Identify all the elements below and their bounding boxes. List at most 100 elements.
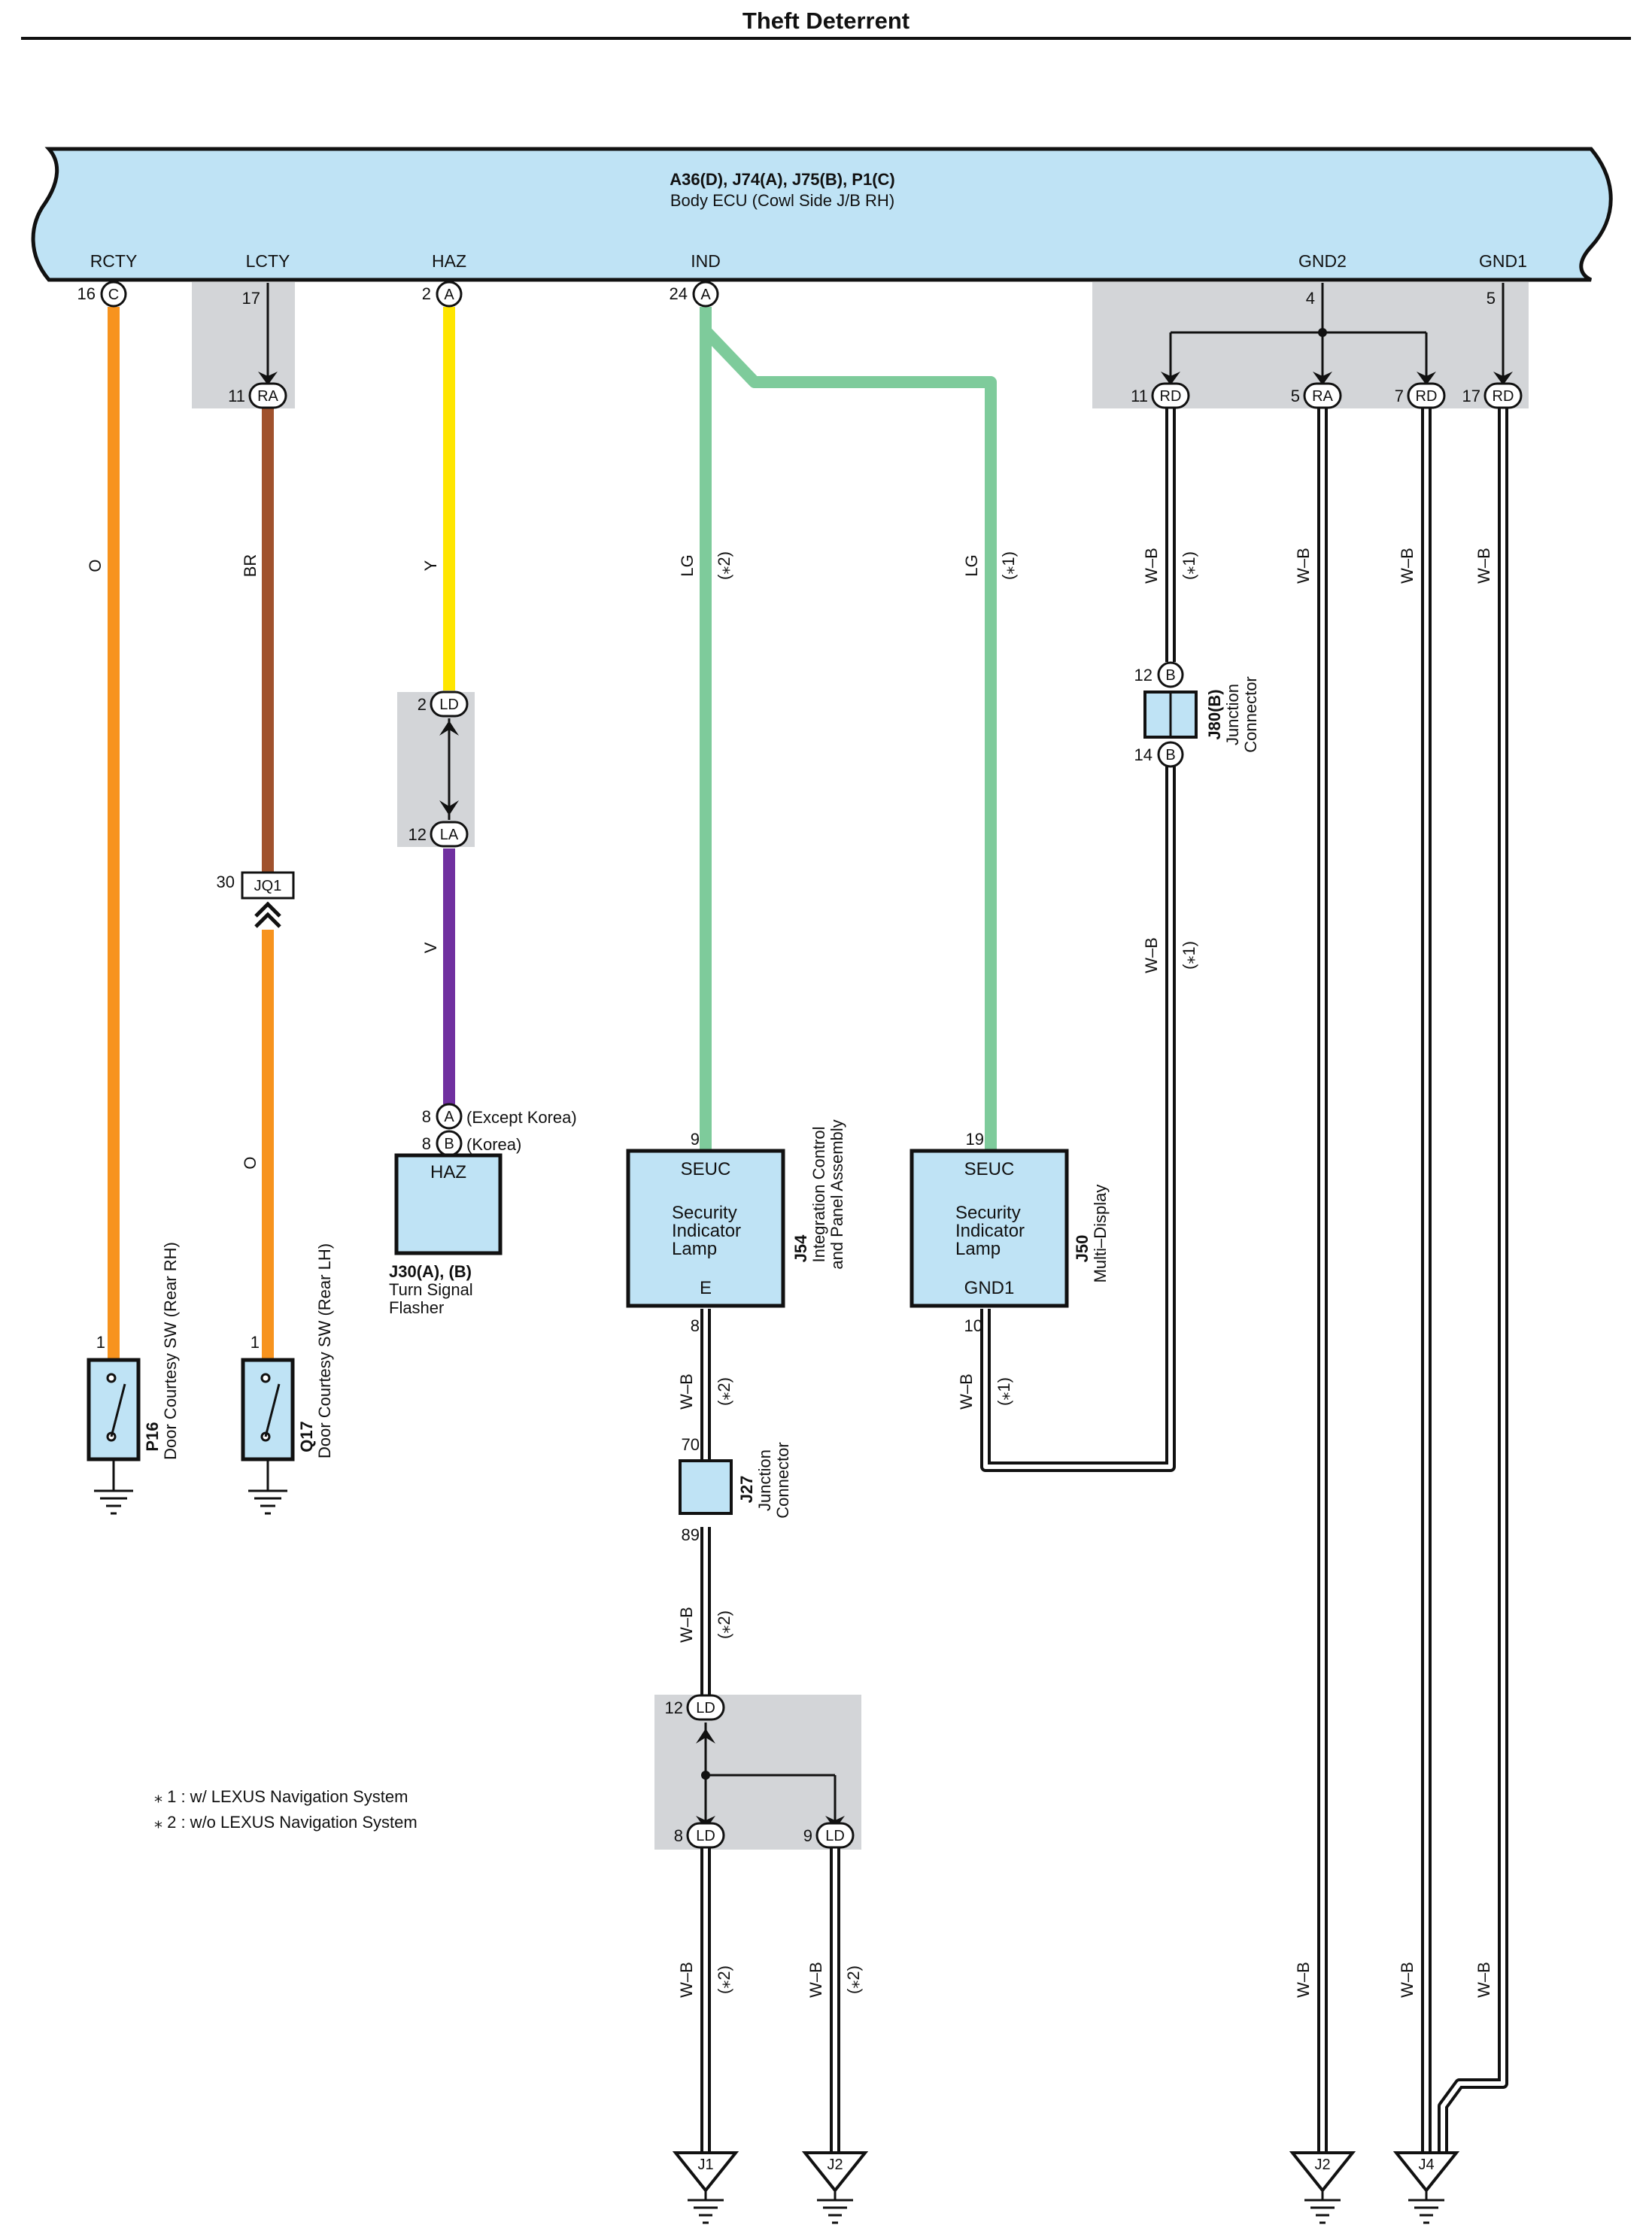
j27-id: J27 [737, 1476, 756, 1504]
wire-note-star1-a: (⁎1) [999, 551, 1018, 580]
j80-name1: Junction [1223, 684, 1242, 745]
j30-id: J30(A), (B) [389, 1262, 472, 1281]
pin-num-j54-bot: 8 [691, 1316, 700, 1335]
wire-note-star1-d: (⁎1) [995, 1377, 1013, 1406]
j30-haz-label: HAZ [430, 1162, 466, 1182]
arrow-down-icon [1493, 372, 1513, 385]
pin-num-j80-top: 12 [1134, 666, 1152, 684]
wire-label-wb13: W–B [1474, 1962, 1493, 1998]
wire-label-wb9: W–B [677, 1962, 696, 1998]
ground-j2-b [1289, 2151, 1356, 2224]
arrow-down-icon [1161, 372, 1180, 385]
pin-num-haz: 2 [422, 284, 431, 303]
q17-name: Door Courtesy SW (Rear LH) [315, 1243, 334, 1458]
wire-label-o2: O [241, 1156, 260, 1169]
wire-label-wb1: W–B [1142, 548, 1161, 584]
body-ecu-banner [31, 147, 1613, 282]
wire-label-wb11: W–B [1294, 1962, 1313, 1998]
ground-icon [94, 1489, 133, 1515]
pin-num-ld8: 8 [674, 1826, 683, 1845]
code-rd2: RD [1416, 388, 1438, 405]
ground-j1 [672, 2151, 739, 2224]
pin-num-ra2: 5 [1291, 387, 1300, 405]
ground-j2-b-label: J2 [1314, 2157, 1330, 2173]
wire-label-wb10: W–B [806, 1962, 825, 1998]
ground-j2-a-label: J2 [827, 2157, 843, 2173]
wire-note-star2-e: (⁎2) [844, 1965, 863, 1994]
wire-label-wb8: W–B [677, 1607, 696, 1643]
p16-name: Door Courtesy SW (Rear RH) [161, 1242, 180, 1460]
note-star1: ⁎ 1 : w/ LEXUS Navigation System [154, 1787, 408, 1806]
pin-num-q17: 1 [251, 1333, 260, 1352]
splice-dot [701, 1771, 710, 1780]
wb-wires [700, 406, 1508, 2155]
wire-label-wb3: W–B [1398, 548, 1417, 584]
note-star2: ⁎ 2 : w/o LEXUS Navigation System [154, 1813, 418, 1832]
j30-note-korea: (Korea) [466, 1135, 521, 1154]
wire-label-o1: O [86, 559, 105, 572]
pin-num-ld-top: 2 [418, 695, 427, 714]
code-j80-bot: B [1165, 747, 1175, 763]
j50-line3: Lamp [955, 1239, 1001, 1259]
wire-label-lg2: LG [962, 554, 981, 576]
pin-num-j30a: 8 [422, 1107, 431, 1126]
pin-num-j80-bot: 14 [1134, 745, 1152, 764]
p16-door-courtesy-switch [87, 1358, 141, 1491]
q17-door-courtesy-switch [241, 1358, 295, 1491]
pin-num-ld9: 9 [803, 1826, 812, 1845]
arrow-up-icon [439, 721, 459, 736]
ground-j1-label: J1 [697, 2157, 713, 2173]
pin-num-rd3: 17 [1462, 387, 1480, 405]
wire-note-star2-b: (⁎2) [715, 1377, 733, 1406]
pin-num-j30b: 8 [422, 1134, 431, 1153]
ecu-name: Body ECU (Cowl Side J/B RH) [670, 191, 894, 210]
arrow-down-icon [1417, 372, 1436, 385]
pin-num-lcty: 17 [242, 289, 260, 308]
arrow-down-icon [439, 800, 459, 815]
j50-id: J50 [1073, 1235, 1092, 1263]
pin-haz: HAZ [432, 251, 466, 271]
wire-label-wb6: W–B [677, 1373, 696, 1410]
pin-num-j27-bot: 89 [682, 1525, 700, 1544]
page-title: Theft Deterrent [742, 8, 910, 34]
ground-j4 [1392, 2151, 1460, 2224]
chevron-up-icon [254, 901, 281, 928]
pin-num-j50: 19 [966, 1130, 984, 1149]
wire-label-wb4: W–B [1474, 548, 1493, 584]
arrow-down-icon [258, 372, 278, 385]
code-haz: A [444, 287, 454, 303]
wire-note-star2-a: (⁎2) [715, 551, 733, 580]
j54-id: J54 [791, 1234, 810, 1262]
j50-line2: Indicator [955, 1221, 1025, 1241]
j27-name2: Connector [773, 1442, 792, 1519]
code-ld9: LD [825, 1828, 845, 1844]
j54-name2: and Panel Assembly [828, 1119, 846, 1269]
j27-junction-connector [679, 1459, 733, 1515]
j54-line1: Security [672, 1203, 737, 1223]
ground-icon [248, 1489, 287, 1515]
pin-num-rd1: 11 [1131, 387, 1148, 405]
q17-id: Q17 [297, 1421, 316, 1452]
code-ind: A [700, 287, 711, 303]
j30-note-except-korea: (Except Korea) [466, 1108, 577, 1127]
wire-label-y: Y [421, 560, 440, 571]
j54-line3: Lamp [672, 1239, 717, 1259]
j27-name1: Junction [755, 1449, 774, 1511]
j54-integration-control [626, 1149, 785, 1308]
code-j80-top: B [1165, 667, 1175, 684]
pin-gnd1: GND1 [1479, 251, 1527, 271]
code-ld-top: LD [439, 697, 459, 713]
j30-name2: Flasher [389, 1298, 444, 1317]
wire-label-lg1: LG [678, 554, 697, 576]
pin-num-ind: 24 [670, 284, 688, 303]
j54-seuc: SEUC [681, 1159, 731, 1179]
jq1-connector [241, 871, 295, 900]
ground-j4-label: J4 [1418, 2157, 1434, 2173]
pin-num-rd2: 7 [1395, 387, 1404, 405]
wire-label-wb7: W–B [957, 1373, 976, 1410]
j80-name2: Connector [1241, 676, 1260, 753]
code-rcty: C [108, 287, 119, 303]
p16-id: P16 [143, 1422, 162, 1451]
j50-line1: Security [955, 1203, 1021, 1223]
